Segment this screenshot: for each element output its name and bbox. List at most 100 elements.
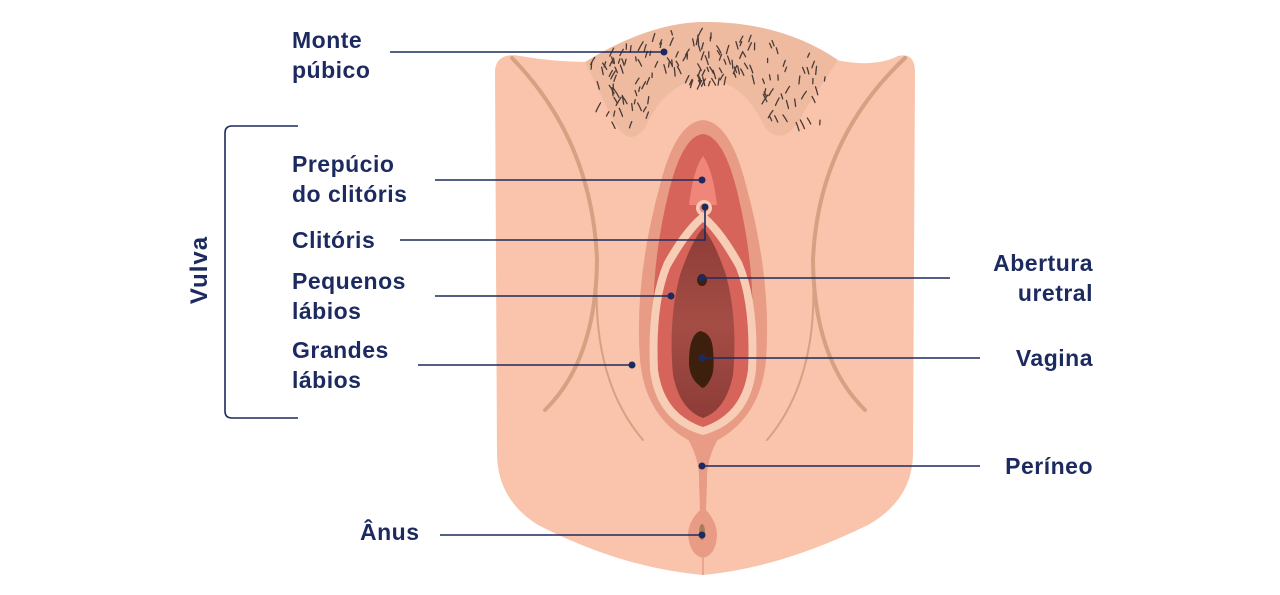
hair-stroke xyxy=(651,32,656,43)
hair-stroke xyxy=(675,51,679,58)
label-line: lábios xyxy=(292,367,362,393)
hair-stroke xyxy=(811,95,816,104)
hair-stroke xyxy=(768,88,774,97)
hair-stroke xyxy=(697,79,701,85)
label-anus: Ânus xyxy=(360,517,420,547)
label-line: lábios xyxy=(292,298,362,324)
label-pequenos-labios: Pequenos lábios xyxy=(292,266,406,326)
hair-stroke xyxy=(634,77,640,85)
hair-stroke xyxy=(806,66,810,75)
hair-stroke xyxy=(615,96,622,107)
hair-stroke xyxy=(733,66,738,74)
hair-stroke xyxy=(670,29,674,36)
hair-stroke xyxy=(659,42,663,49)
hair-stroke xyxy=(732,64,738,75)
hair-stroke xyxy=(700,78,707,87)
hair-stroke xyxy=(631,102,634,112)
hair-stroke xyxy=(731,59,734,70)
hair-stroke xyxy=(610,70,616,80)
hair-stroke xyxy=(807,52,811,58)
hair-stroke xyxy=(596,80,600,90)
hair-stroke xyxy=(743,62,749,70)
label-line: Monte xyxy=(292,27,363,53)
hair-stroke xyxy=(718,67,723,74)
label-vagina: Vagina xyxy=(1016,343,1093,373)
hair-stroke xyxy=(712,69,717,80)
hair-stroke xyxy=(785,99,790,110)
hair-stroke xyxy=(716,50,721,56)
hair-stroke xyxy=(774,97,780,107)
mons-pubis-area xyxy=(585,22,838,137)
hair-stroke xyxy=(725,44,730,55)
hair-stroke xyxy=(739,35,744,43)
vestibule xyxy=(671,228,735,418)
hair-stroke xyxy=(641,81,647,90)
hair-stroke xyxy=(723,58,727,65)
hair-stroke xyxy=(800,90,807,100)
label-line: Abertura xyxy=(993,250,1093,276)
hair-stroke xyxy=(624,58,627,65)
hair-stroke xyxy=(676,65,682,75)
hair-stroke xyxy=(718,53,723,61)
hair-stroke xyxy=(814,86,819,96)
hair-stroke xyxy=(645,111,650,119)
hair-stroke xyxy=(614,66,619,74)
leader-dots xyxy=(628,48,709,539)
hair-stroke xyxy=(763,91,767,97)
hair-stroke xyxy=(637,58,643,67)
hair-stroke xyxy=(769,115,773,122)
hair-stroke xyxy=(608,69,614,78)
label-line: Períneo xyxy=(1005,453,1093,479)
hair-stroke xyxy=(799,119,806,130)
hair-stroke xyxy=(610,56,614,64)
hair-stroke xyxy=(654,60,659,68)
hair-stroke xyxy=(771,39,775,47)
hair-stroke xyxy=(595,102,602,113)
hair-stroke xyxy=(659,39,663,45)
hair-stroke xyxy=(801,66,806,74)
hair-stroke xyxy=(717,77,720,86)
hair-stroke xyxy=(719,73,725,81)
thigh-creases xyxy=(510,56,907,441)
hair-stroke xyxy=(761,94,769,105)
hair-stroke xyxy=(675,60,680,67)
hair-stroke xyxy=(669,37,674,47)
hair-stroke xyxy=(811,60,816,69)
hair-stroke xyxy=(695,35,699,46)
hair-stroke xyxy=(646,76,651,86)
perineum-strip xyxy=(686,436,720,558)
hair-stroke xyxy=(633,99,636,105)
hair-stroke xyxy=(689,78,693,86)
vulva-group-label: Vulva xyxy=(186,235,213,305)
hair-stroke xyxy=(711,77,717,86)
hair-stroke xyxy=(617,58,621,64)
hair-stroke xyxy=(613,74,617,82)
hair-stroke xyxy=(701,42,705,50)
label-perineo: Períneo xyxy=(1005,451,1093,481)
hair-stroke xyxy=(768,74,772,81)
hair-stroke xyxy=(706,66,710,73)
hair-stroke xyxy=(612,87,620,99)
hair-stroke xyxy=(611,121,616,130)
hair-stroke xyxy=(628,120,633,129)
hair-stroke xyxy=(735,40,739,50)
hair-stroke xyxy=(697,44,701,52)
hair-stroke xyxy=(782,114,788,123)
hair-stroke xyxy=(638,86,641,93)
label-line: Pequenos xyxy=(292,268,406,294)
label-clitoris: Clitóris xyxy=(292,225,375,255)
label-abertura-uretral: Abertura uretral xyxy=(993,248,1093,308)
hair-stroke xyxy=(740,68,745,76)
hair-stroke xyxy=(635,56,637,62)
label-line: uretral xyxy=(1017,280,1093,306)
hair-stroke xyxy=(642,106,647,113)
hair-stroke xyxy=(590,56,596,66)
hair-stroke xyxy=(613,110,616,117)
hair-stroke xyxy=(784,66,788,73)
hair-stroke xyxy=(605,111,610,117)
hair-stroke xyxy=(684,74,690,84)
hair-stroke xyxy=(696,74,701,82)
